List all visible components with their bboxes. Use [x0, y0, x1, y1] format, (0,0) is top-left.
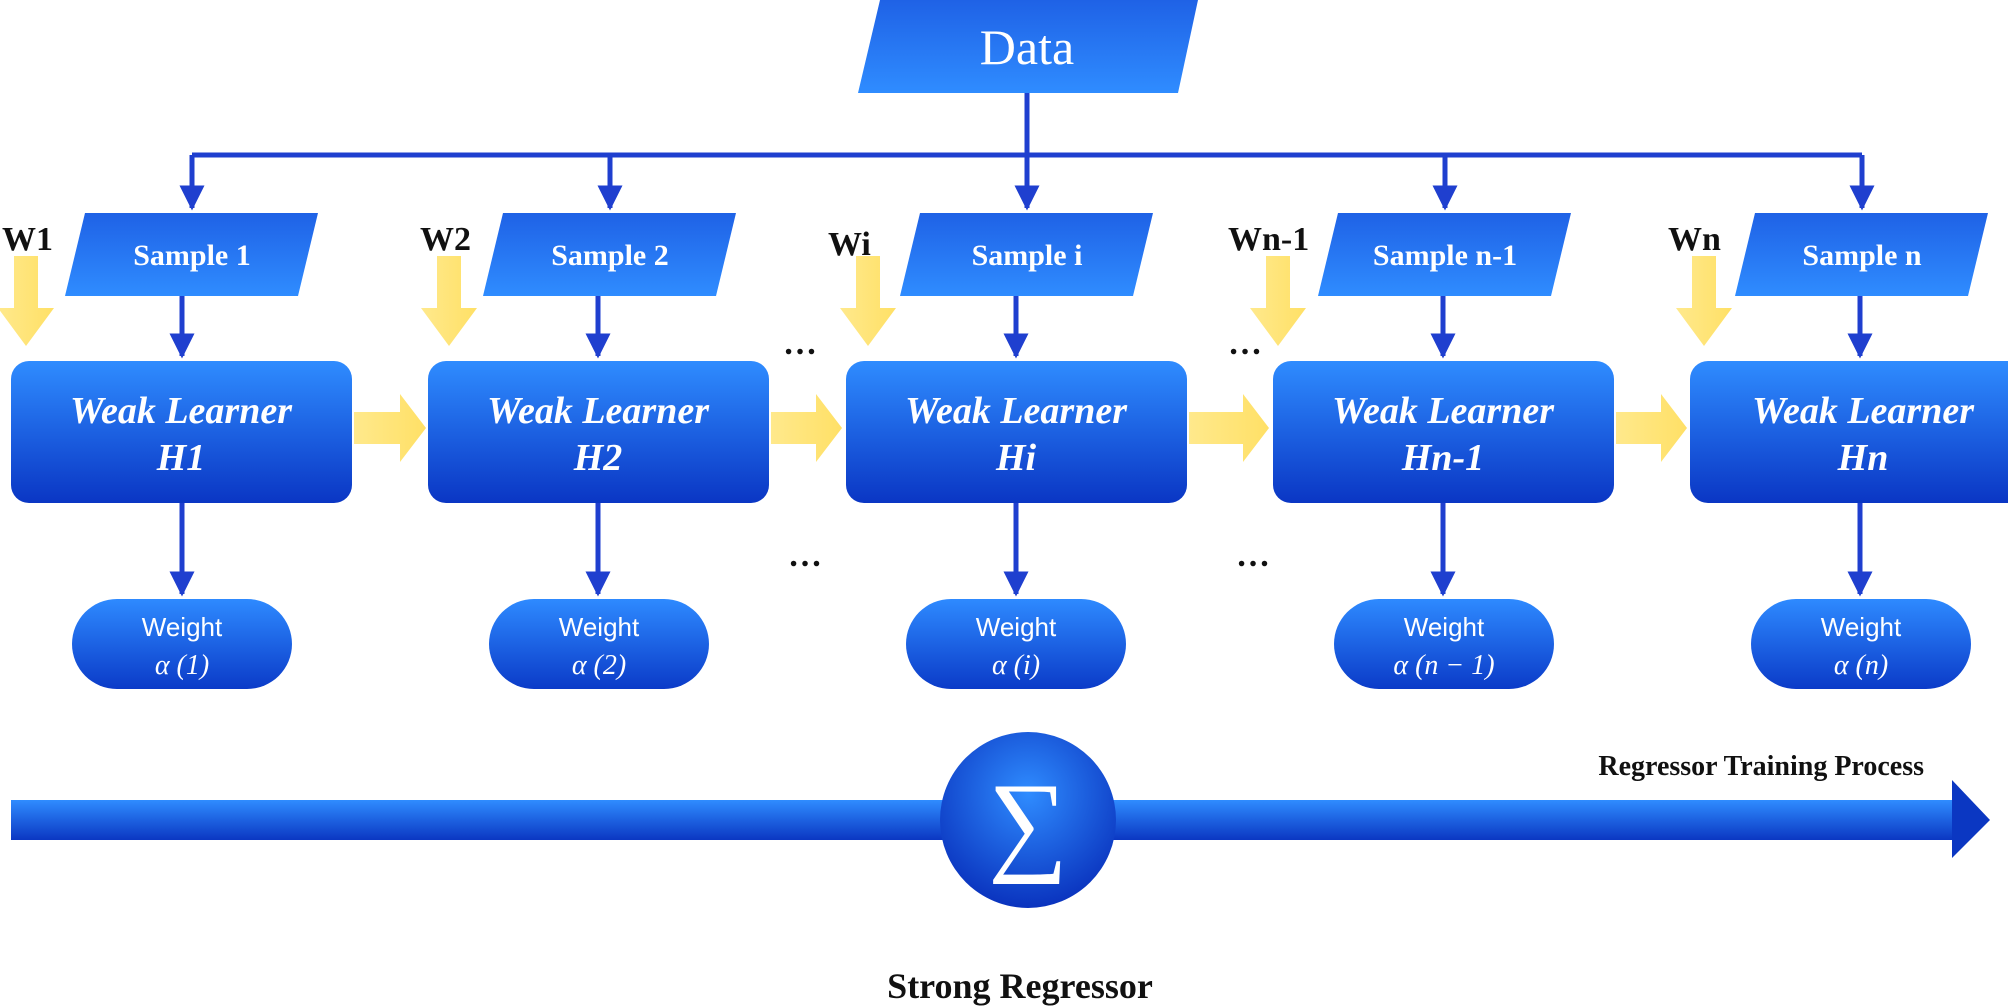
- alpha-label-1: α (1): [155, 650, 209, 681]
- weak-learner-title-i: Weak Learner: [905, 390, 1128, 432]
- weak-learner-id-n-1: Hn-1: [1401, 437, 1484, 479]
- sequence-arrow-4: [1616, 394, 1687, 462]
- alpha-label-n: α (n): [1834, 650, 1888, 681]
- weak-learner-title-2: Weak Learner: [487, 390, 710, 432]
- weight-node-2: [489, 599, 709, 689]
- weak-learner-node-i: [846, 361, 1187, 503]
- weight-input-arrow-i: [840, 256, 896, 346]
- alpha-label-2: α (2): [572, 650, 626, 681]
- weight-label-w1: W1: [2, 221, 53, 258]
- alpha-label-i: α (i): [992, 650, 1040, 681]
- ellipsis-bottom-2: …: [1236, 537, 1270, 574]
- weight-title-1: Weight: [142, 612, 223, 642]
- weight-title-i: Weight: [976, 612, 1057, 642]
- sample-label-i: Sample i: [972, 239, 1083, 272]
- sample-label-1: Sample 1: [133, 239, 251, 272]
- summation-node: ∑: [940, 732, 1116, 908]
- ellipsis-bottom-1: …: [788, 537, 822, 574]
- stage-n: Wn Sample n Weak Learner Hn Weight α (n): [1668, 213, 2008, 689]
- data-node: Data: [858, 0, 1198, 93]
- weight-node-1: [72, 599, 292, 689]
- weak-learner-node-2: [428, 361, 769, 503]
- weight-label-wn: Wn: [1668, 221, 1721, 258]
- sample-label-n: Sample n: [1802, 239, 1922, 272]
- sample-node-n-1: [1318, 213, 1571, 296]
- weak-learner-id-n: Hn: [1837, 437, 1889, 479]
- weight-label-w2: W2: [420, 221, 471, 258]
- weight-node-i: [906, 599, 1126, 689]
- weight-title-n-1: Weight: [1404, 612, 1485, 642]
- weight-input-arrow-n-1: [1250, 256, 1306, 346]
- sigma-symbol: ∑: [988, 761, 1068, 885]
- alpha-label-n-1: α (n − 1): [1393, 650, 1494, 681]
- stage-n-minus-1: Wn-1 Sample n-1 Weak Learner Hn-1 Weight…: [1228, 213, 1614, 689]
- weak-learner-title-1: Weak Learner: [70, 390, 293, 432]
- weak-learner-node-n-1: [1273, 361, 1614, 503]
- sequence-arrow-2: [771, 394, 842, 462]
- ellipsis-top-1: …: [783, 325, 817, 362]
- weight-title-2: Weight: [559, 612, 640, 642]
- weight-input-arrow-n: [1676, 256, 1732, 346]
- weak-learner-node-1: [11, 361, 352, 503]
- sample-label-2: Sample 2: [551, 239, 669, 272]
- stage-2: W2 Sample 2 Weak Learner H2 Weight α (2): [420, 213, 769, 689]
- strong-regressor-label: Strong Regressor: [887, 966, 1153, 1006]
- sample-node-n: [1735, 213, 1988, 296]
- sample-node-i: [900, 213, 1153, 296]
- weak-learner-node-n: [1690, 361, 2008, 503]
- weight-input-arrow-1: [0, 256, 54, 346]
- weak-learner-title-n: Weak Learner: [1752, 390, 1975, 432]
- data-label: Data: [980, 19, 1074, 75]
- weak-learner-id-1: H1: [156, 437, 206, 479]
- stage-i: Wi Sample i Weak Learner Hi Weight α (i): [828, 213, 1187, 689]
- weak-learner-id-i: Hi: [995, 437, 1037, 479]
- weight-input-arrow-2: [421, 256, 477, 346]
- sample-label-n-1: Sample n-1: [1373, 239, 1517, 272]
- weight-title-n: Weight: [1821, 612, 1902, 642]
- sequence-arrow-3: [1189, 394, 1269, 462]
- weight-node-n: [1751, 599, 1971, 689]
- sample-node-2: [483, 213, 736, 296]
- sequence-arrow-1: [354, 394, 426, 462]
- sample-node-1: [65, 213, 318, 296]
- weight-label-wn-1: Wn-1: [1228, 221, 1309, 258]
- ellipsis-top-2: …: [1228, 325, 1262, 362]
- weak-learner-title-n-1: Weak Learner: [1332, 390, 1555, 432]
- data-distribution-connectors: [179, 93, 1875, 211]
- stage-1: W1 Sample 1 Weak Learner H1 Weight α (1): [0, 213, 352, 689]
- learner-sequence-arrows: [354, 394, 1687, 462]
- process-label: Regressor Training Process: [1598, 751, 1924, 782]
- weak-learner-id-2: H2: [573, 437, 623, 479]
- weight-node-n-1: [1334, 599, 1554, 689]
